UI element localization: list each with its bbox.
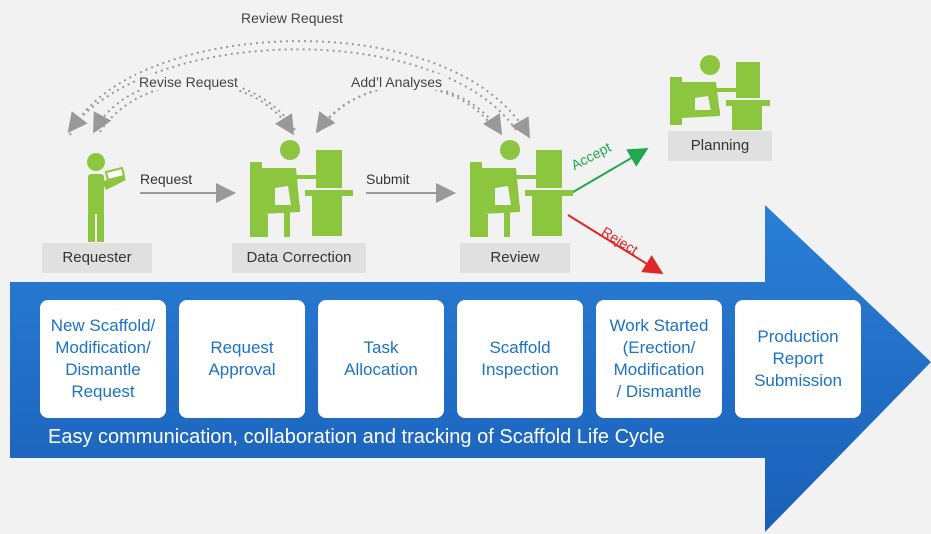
role-requester: Requester	[42, 243, 152, 273]
stage-card-task-allocation: Task Allocation	[318, 300, 444, 418]
planning-figure-icon	[670, 55, 770, 130]
flow-label-request: Request	[140, 171, 193, 187]
loop-addl-analyses-return	[315, 85, 496, 134]
stage-text: New Scaffold/ Modification/ Dismantle Re…	[50, 316, 156, 401]
role-data-correction: Data Correction	[232, 243, 366, 273]
stage-text: Task Allocation	[344, 338, 418, 379]
stage-text: Request Approval	[208, 338, 276, 379]
loop-addl-analyses	[317, 84, 503, 136]
stage-text: Production Report Submission	[754, 327, 842, 390]
stage-card-work-started: Work Started (Erection/ Modification / D…	[596, 300, 722, 418]
requester-figure-icon	[87, 153, 126, 242]
loop-revise-request-return	[99, 82, 295, 136]
stage-card-scaffold-inspection: Scaffold Inspection	[457, 300, 583, 418]
role-planning: Planning	[668, 131, 772, 161]
loop-label-addl-analyses: Add’l Analyses	[348, 74, 446, 90]
loop-review-request	[69, 40, 531, 139]
loop-label-revise-request: Revise Request	[136, 74, 241, 90]
accept-arrow	[567, 147, 649, 196]
review-figure-icon	[470, 140, 573, 237]
stage-card-new-request: New Scaffold/ Modification/ Dismantle Re…	[40, 300, 166, 418]
stage-card-production-report: Production Report Submission	[735, 300, 861, 418]
lifecycle-tagline: Easy communication, collaboration and tr…	[48, 426, 665, 448]
stage-text: Work Started (Erection/ Modification / D…	[609, 316, 709, 401]
loop-label-review-request: Review Request	[238, 10, 346, 26]
stage-card-request-approval: Request Approval	[179, 300, 305, 418]
role-review: Review	[460, 243, 570, 273]
stage-text: Scaffold Inspection	[481, 338, 559, 379]
data-correction-figure-icon	[250, 140, 353, 237]
reject-arrow	[567, 214, 664, 275]
flow-label-submit: Submit	[366, 171, 410, 187]
